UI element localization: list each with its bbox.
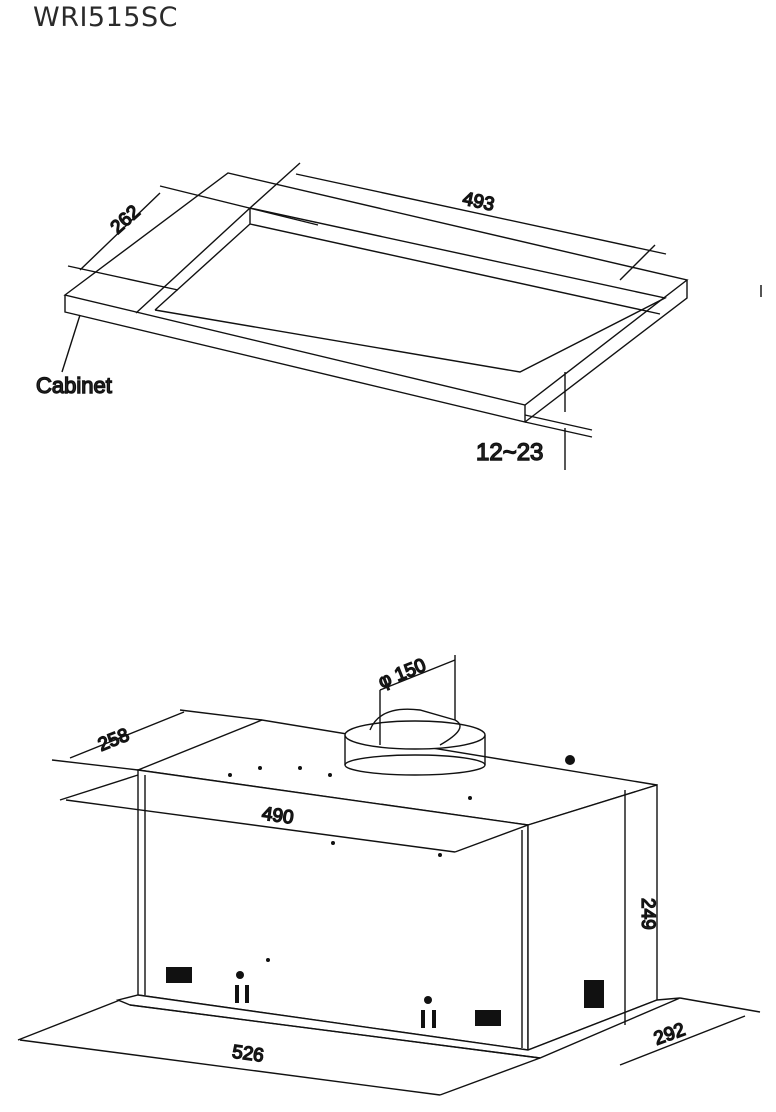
margin-mark — [760, 285, 762, 297]
hood-diagram — [17, 655, 761, 1096]
dim-top-depth: 258 — [95, 725, 132, 756]
cabinet-label: Cabinet — [36, 373, 112, 398]
dim-cutout-depth: 262 — [107, 202, 145, 239]
dim-base-depth: 292 — [651, 1019, 688, 1050]
dim-duct-diameter: φ 150 — [375, 655, 429, 693]
dim-height: 249 — [637, 898, 658, 930]
dim-base-width: 526 — [231, 1042, 265, 1067]
cabinet-cutout-diagram — [61, 162, 762, 470]
model-title: WRI515SC — [33, 2, 178, 33]
dim-cutout-width: 493 — [461, 189, 496, 216]
dim-body-width: 490 — [261, 804, 295, 829]
dim-cutout-thickness: 12~23 — [476, 439, 543, 466]
